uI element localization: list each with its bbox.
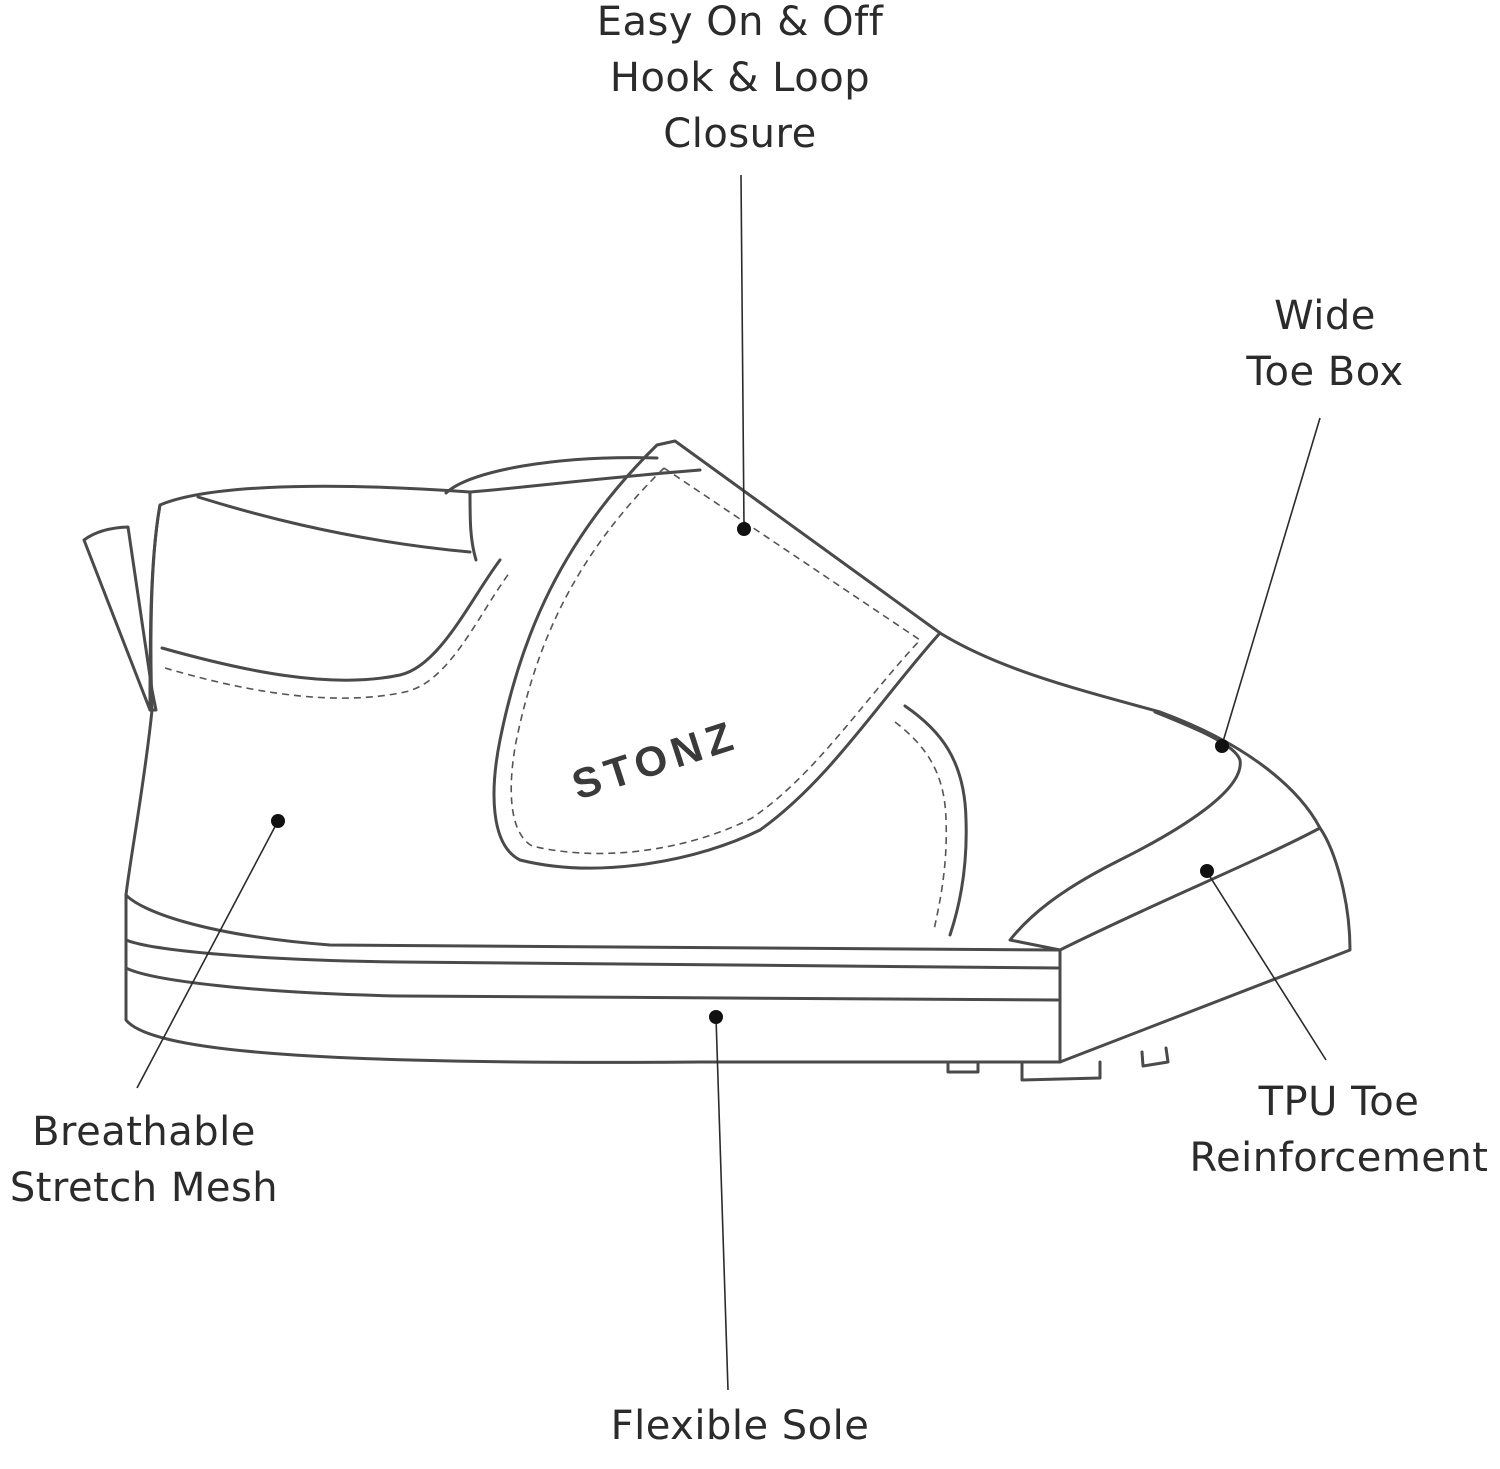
brand-logo-text: STONZ <box>566 711 744 809</box>
collar-stitching <box>164 571 511 699</box>
tread-lugs <box>946 1046 1170 1082</box>
vamp-stitching <box>894 721 948 931</box>
callout-closure-line-3: Closure <box>663 111 817 157</box>
dot-sole <box>709 1010 723 1024</box>
callout-mesh-line-1: Breathable <box>32 1109 256 1155</box>
leader-sole <box>715 1016 729 1391</box>
sole-toe-block <box>1058 826 1322 1064</box>
leader-toe-box <box>1221 417 1321 746</box>
dot-closure <box>737 522 751 536</box>
strap-loop <box>444 456 659 562</box>
leader-mesh <box>136 820 279 1089</box>
callout-mesh: Breathable Stretch Mesh <box>0 1104 288 1216</box>
callout-toe-reinforcement-line-1: TPU Toe <box>1258 1079 1420 1125</box>
sole-band-mid <box>124 938 1060 970</box>
strap-stitching <box>510 467 922 855</box>
brand-logo: STONZ <box>566 711 744 809</box>
callout-toe-reinforcement-line-2: Reinforcement <box>1189 1135 1489 1181</box>
toe-cap <box>1008 710 1242 952</box>
dot-mesh <box>271 814 285 828</box>
leader-closure <box>740 174 745 528</box>
callout-closure: Easy On & Off Hook & Loop Closure <box>560 0 920 162</box>
dot-toe-box <box>1215 739 1229 753</box>
hook-loop-strap <box>492 439 942 870</box>
collar-lining <box>196 495 472 554</box>
callout-toe-box: Wide Toe Box <box>1200 288 1450 400</box>
dot-toe-reinforcement <box>1200 864 1214 878</box>
sole-band-top <box>124 893 1062 952</box>
callout-toe-box-line-1: Wide <box>1274 293 1376 339</box>
callout-closure-line-2: Hook & Loop <box>609 55 871 101</box>
leader-toe-reinforcement <box>1206 871 1327 1061</box>
callout-sole-line-1: Flexible Sole <box>610 1403 870 1449</box>
vamp-panel <box>903 704 968 937</box>
collar-seam <box>160 558 502 682</box>
heel-pull-tab <box>82 525 158 712</box>
callout-toe-reinforcement: TPU Toe Reinforcement <box>1180 1074 1498 1186</box>
callout-sole: Flexible Sole <box>570 1398 910 1454</box>
callout-toe-box-line-2: Toe Box <box>1246 349 1404 395</box>
sole-band-low <box>124 966 1060 1002</box>
shoe-upper <box>124 503 1352 1064</box>
callout-closure-line-1: Easy On & Off <box>596 0 884 45</box>
callout-mesh-line-2: Stretch Mesh <box>9 1165 279 1211</box>
